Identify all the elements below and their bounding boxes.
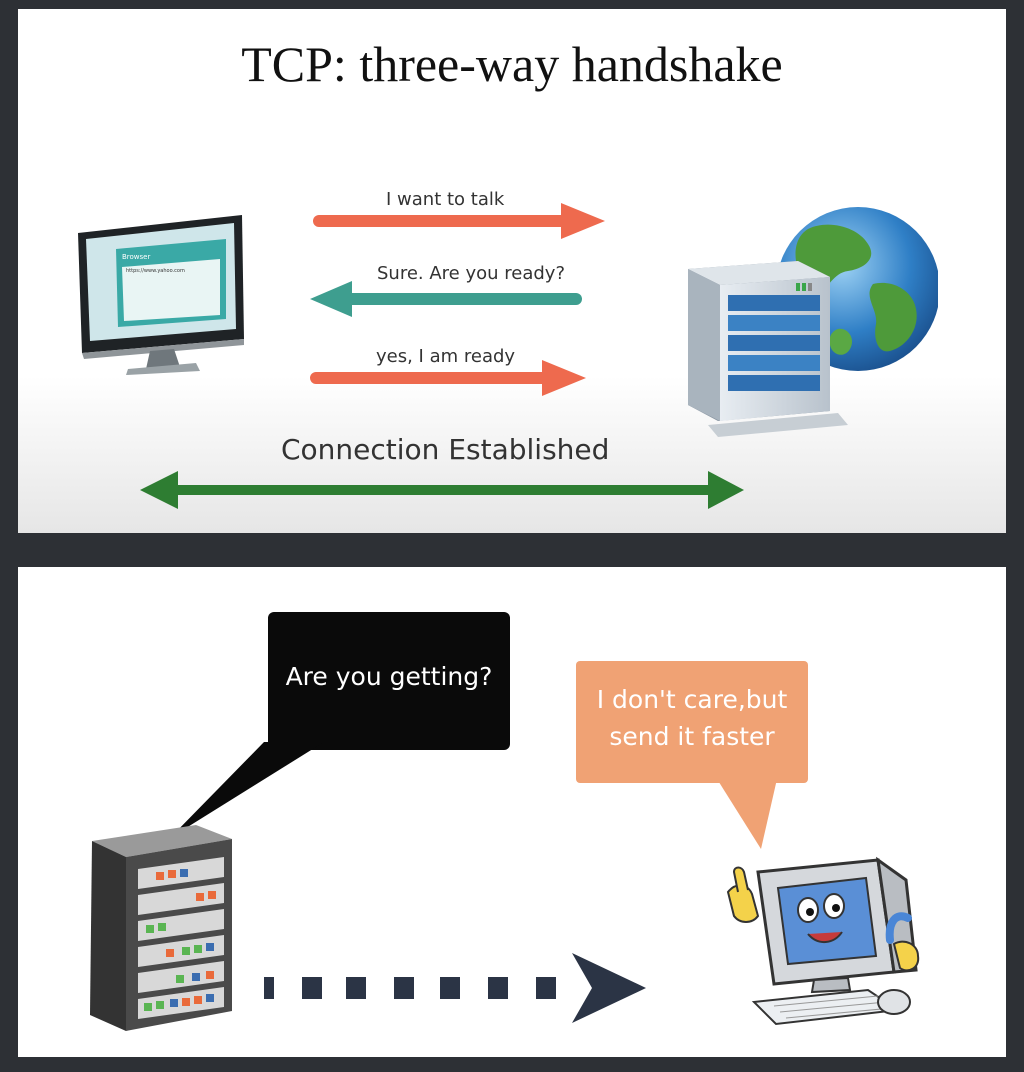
client-speech-text: I don't care,but send it faster xyxy=(576,681,808,755)
syn-arrow xyxy=(313,203,605,239)
client-speech-line-1: I don't care,but xyxy=(596,685,788,714)
message-label-ack: yes, I am ready xyxy=(376,346,516,367)
tcp-handshake-slide: TCP: three-way handshake Browser https:/… xyxy=(18,9,1006,533)
browser-title: Browser xyxy=(122,253,150,261)
ack-arrow xyxy=(310,360,586,396)
client-speech-line-2: send it faster xyxy=(609,722,775,751)
slide-title: TCP: three-way handshake xyxy=(241,36,783,92)
udp-slide: Are you getting? I don't care,but send i… xyxy=(18,567,1006,1057)
server-globe-icon xyxy=(688,207,938,437)
cartoon-computer-icon xyxy=(726,856,920,1026)
syn-ack-arrow xyxy=(310,281,582,317)
server-speech-text: Are you getting? xyxy=(285,662,493,691)
client-speech-bubble: I don't care,but send it faster xyxy=(576,661,808,783)
connection-arrow xyxy=(140,471,744,509)
server-speech-tail xyxy=(170,742,324,838)
browser-url: https://www.yahoo.com xyxy=(126,268,185,274)
data-stream-arrow xyxy=(264,953,646,1023)
server-rack-icon xyxy=(90,825,232,1031)
connection-label: Connection Established xyxy=(281,433,610,466)
message-label-syn: I want to talk xyxy=(386,189,505,210)
desktop-computer-icon: Browser https://www.yahoo.com xyxy=(78,215,244,375)
server-speech-bubble: Are you getting? xyxy=(268,612,510,750)
client-speech-tail xyxy=(717,779,777,849)
message-label-syn-ack: Sure. Are you ready? xyxy=(377,263,566,284)
